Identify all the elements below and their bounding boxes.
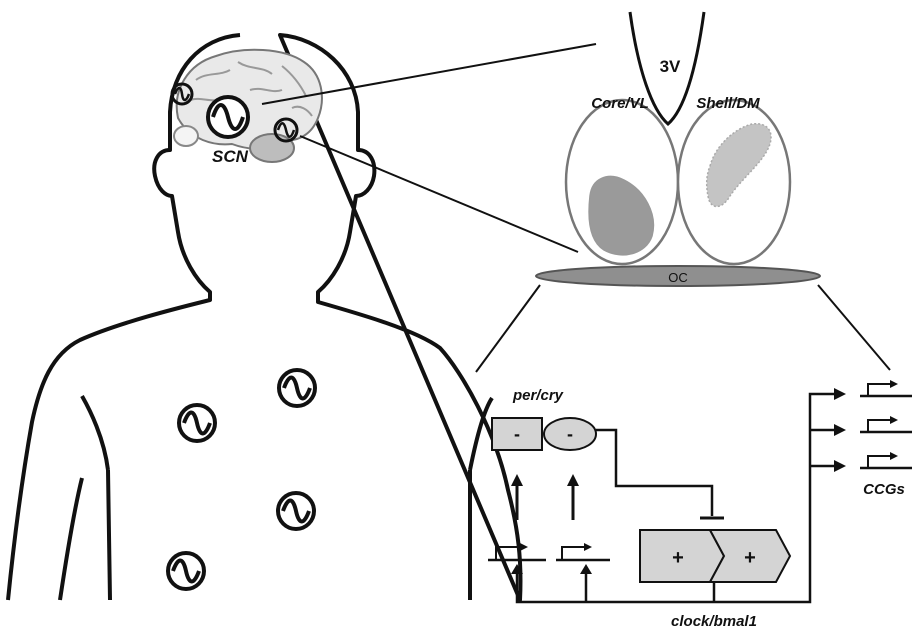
core-vl-label: Core/VL [591, 95, 649, 112]
zoom-line-bottom [300, 136, 578, 252]
ccg-arrowhead [834, 460, 846, 472]
inhibition-line [596, 430, 712, 516]
bmal1-plus-sign: + [744, 547, 756, 569]
ccg-promoter [860, 380, 912, 396]
cry-gene-promoter [556, 543, 610, 560]
peripheral-oscillator-icon [168, 553, 204, 589]
per-minus-sign: - [514, 424, 520, 444]
ccgs-label: CCGs [863, 481, 905, 498]
peripheral-oscillator-icon [278, 493, 314, 529]
cry-expression-arrow [567, 474, 579, 520]
zoom-line-gene-right [818, 285, 890, 370]
per-cry-label: per/cry [512, 387, 564, 404]
zoom-line-gene-left [476, 285, 540, 372]
ccg-arrowhead [834, 388, 846, 400]
cry-minus-sign: - [567, 424, 573, 444]
scn-label: SCN [212, 147, 249, 166]
clock-plus-sign: + [672, 547, 684, 569]
ccg-promoter [860, 452, 912, 468]
peripheral-oscillator-icon [279, 370, 315, 406]
third-ventricle-label: 3V [660, 57, 681, 76]
cerebellum [250, 134, 294, 162]
left-arm-inner [82, 396, 108, 470]
clock-bmal1-label: clock/bmal1 [671, 613, 757, 630]
peripheral-oscillator-icon [179, 405, 215, 441]
ccg-promoter [860, 416, 912, 432]
brain [174, 50, 322, 162]
ccg-arrowhead [834, 424, 846, 436]
shell-dm-label: Shell/DM [696, 95, 760, 112]
cry-activation-arrowhead [580, 564, 592, 574]
optic-chiasm-label: OC [668, 270, 688, 285]
brainstem [174, 126, 198, 146]
scn-oscillator-icon [208, 97, 248, 137]
